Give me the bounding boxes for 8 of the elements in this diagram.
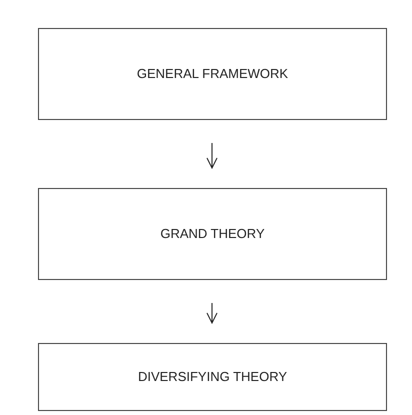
process-box <box>38 28 387 120</box>
process-box <box>38 188 387 280</box>
arrow <box>206 302 218 324</box>
box-label: GRAND THEORY <box>160 225 265 244</box>
box-label: DIVERSIFYING THEORY <box>138 368 288 386</box>
box-label: GENERAL FRAMEWORK <box>136 65 288 84</box>
arrow <box>206 142 218 168</box>
process-box <box>38 343 387 411</box>
